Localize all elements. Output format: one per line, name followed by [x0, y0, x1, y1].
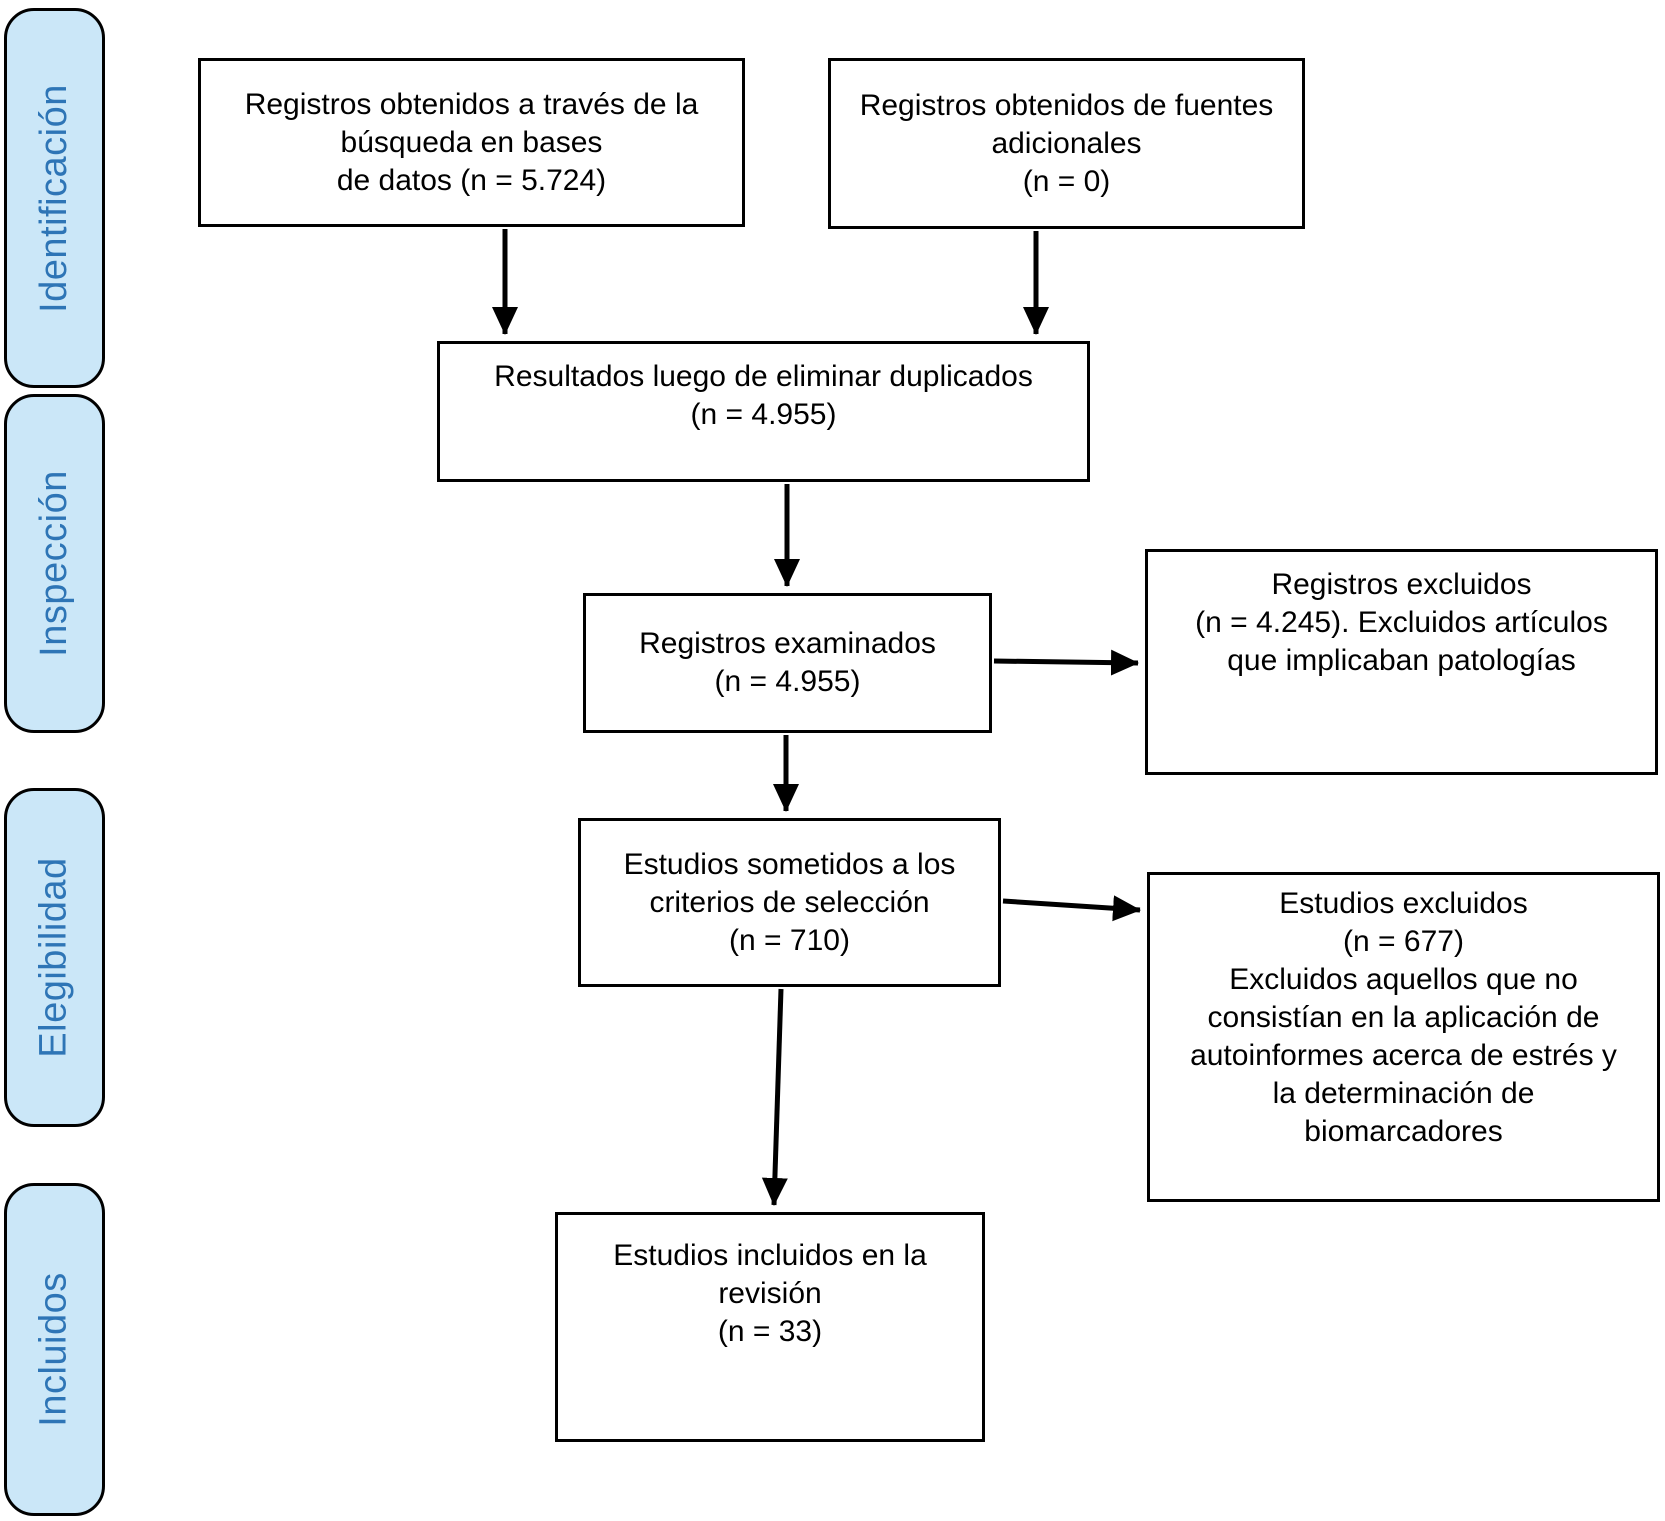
- box-database-records-text: Registros obtenidos a través de la búsqu…: [244, 87, 699, 197]
- box-studies-included: Estudios incluidos en la revisión (n = 3…: [555, 1212, 985, 1442]
- box-eligibility-criteria-text: Estudios sometidos a los criterios de se…: [623, 847, 956, 957]
- box-records-screened: Registros examinados (n = 4.955): [583, 593, 992, 733]
- box-studies-excluded: Estudios excluidos (n = 677) Excluidos a…: [1147, 872, 1660, 1202]
- box-eligibility-criteria: Estudios sometidos a los criterios de se…: [578, 818, 1001, 987]
- box-studies-excluded-text: Estudios excluidos (n = 677) Excluidos a…: [1190, 887, 1617, 1148]
- box-records-excluded-text: Registros excluidos (n = 4.245). Excluid…: [1195, 568, 1608, 677]
- stage-elegibilidad: Elegibilidad: [4, 788, 105, 1127]
- stage-identificacion: Identificación: [4, 8, 105, 388]
- arrow-eligibility-to-included: [761, 988, 788, 1206]
- box-records-excluded: Registros excluidos (n = 4.245). Excluid…: [1145, 549, 1658, 775]
- stage-elegibilidad-label: Elegibilidad: [33, 857, 75, 1058]
- box-deduplicated-results-text: Resultados luego de eliminar duplicados …: [494, 360, 1033, 431]
- stage-inspeccion-label: Inspección: [33, 470, 76, 657]
- box-records-screened-text: Registros examinados (n = 4.955): [639, 627, 936, 698]
- box-additional-records-text: Registros obtenidos de fuentes adicional…: [859, 88, 1274, 198]
- box-deduplicated-results: Resultados luego de eliminar duplicados …: [437, 341, 1090, 482]
- arrow-screened-to-records-excluded: [993, 649, 1139, 676]
- box-database-records: Registros obtenidos a través de la búsqu…: [198, 58, 745, 227]
- stage-incluidos: Incluidos: [4, 1183, 105, 1516]
- box-studies-included-text: Estudios incluidos en la revisión (n = 3…: [613, 1239, 927, 1348]
- arrow-eligibility-to-studies-excluded: [1002, 895, 1141, 922]
- stage-inspeccion: Inspección: [4, 394, 105, 733]
- stage-identificacion-label: Identificación: [33, 83, 75, 313]
- stage-incluidos-label: Incluidos: [33, 1272, 76, 1427]
- box-additional-records: Registros obtenidos de fuentes adicional…: [828, 58, 1305, 229]
